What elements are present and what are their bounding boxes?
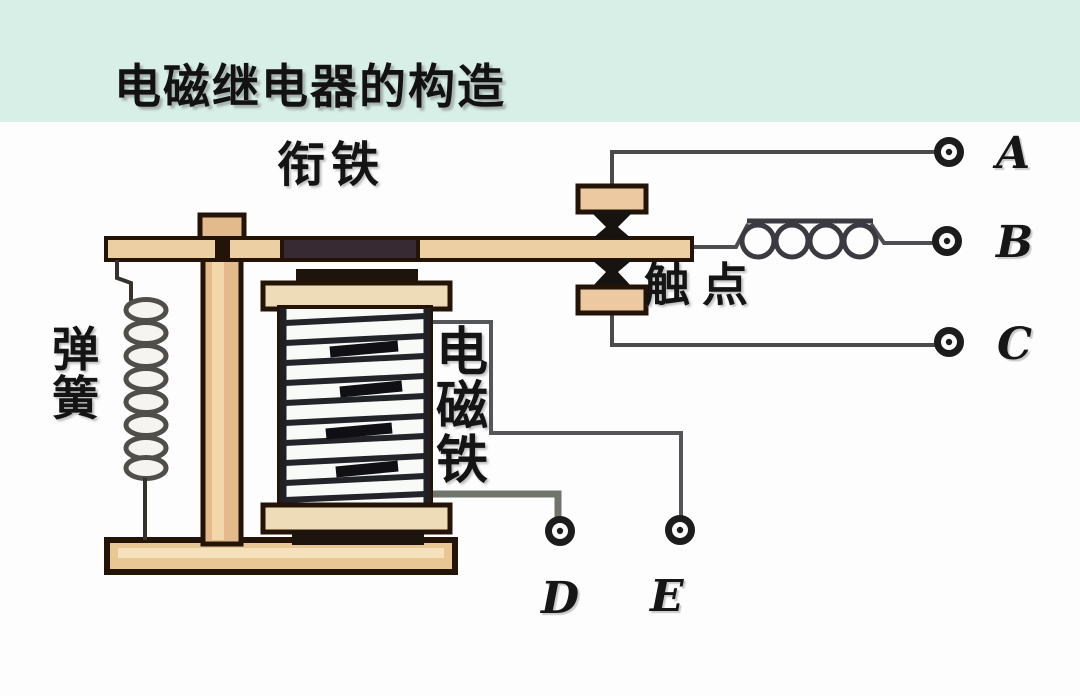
terminal-b-icon — [932, 226, 962, 256]
terminal-a-label: A — [996, 128, 1031, 179]
terminal-d-icon — [545, 516, 575, 546]
wire-inductor-to-terminal-b — [869, 222, 934, 245]
page-title: 电磁继电器的构造 — [114, 60, 506, 115]
coil-windings — [284, 313, 426, 503]
coil-bottom-flange — [260, 502, 453, 535]
contacts-label: 触点 — [644, 258, 760, 312]
armature-pivot — [215, 240, 230, 258]
upper-contact-block — [575, 183, 649, 215]
base-board-highlight — [118, 548, 444, 558]
wire-to-terminal-c — [610, 313, 938, 347]
terminal-e-label: E — [650, 571, 684, 622]
electromagnet-label: 电磁铁 — [436, 323, 489, 492]
coil-core-shadow — [325, 340, 403, 478]
wire-coil-to-terminal-d — [433, 490, 562, 517]
core-top-bar — [296, 269, 418, 284]
spring-coil — [115, 260, 169, 540]
contact-points — [575, 183, 649, 316]
wire-armature-to-inductor — [692, 223, 750, 249]
support-post-highlight — [212, 260, 224, 540]
wire-coil-to-terminal-e — [431, 320, 683, 516]
terminal-e-icon — [665, 515, 695, 545]
wire-to-terminal-a — [610, 150, 938, 188]
lower-contact-block — [575, 284, 649, 316]
terminal-a-icon — [934, 137, 964, 167]
terminal-d-label: D — [541, 573, 580, 624]
terminal-c-label: C — [997, 319, 1033, 370]
inductor-symbol — [739, 218, 879, 260]
armature-iron-section — [280, 236, 420, 262]
title-banner — [0, 0, 1080, 122]
electromagnet-coil — [260, 269, 453, 545]
armature-label: 衔铁 — [277, 137, 386, 193]
coil-bottom-bar — [292, 530, 424, 545]
terminal-c-icon — [934, 327, 964, 357]
spring-label: 弹簧 — [52, 323, 99, 427]
terminal-b-label: B — [996, 217, 1034, 268]
